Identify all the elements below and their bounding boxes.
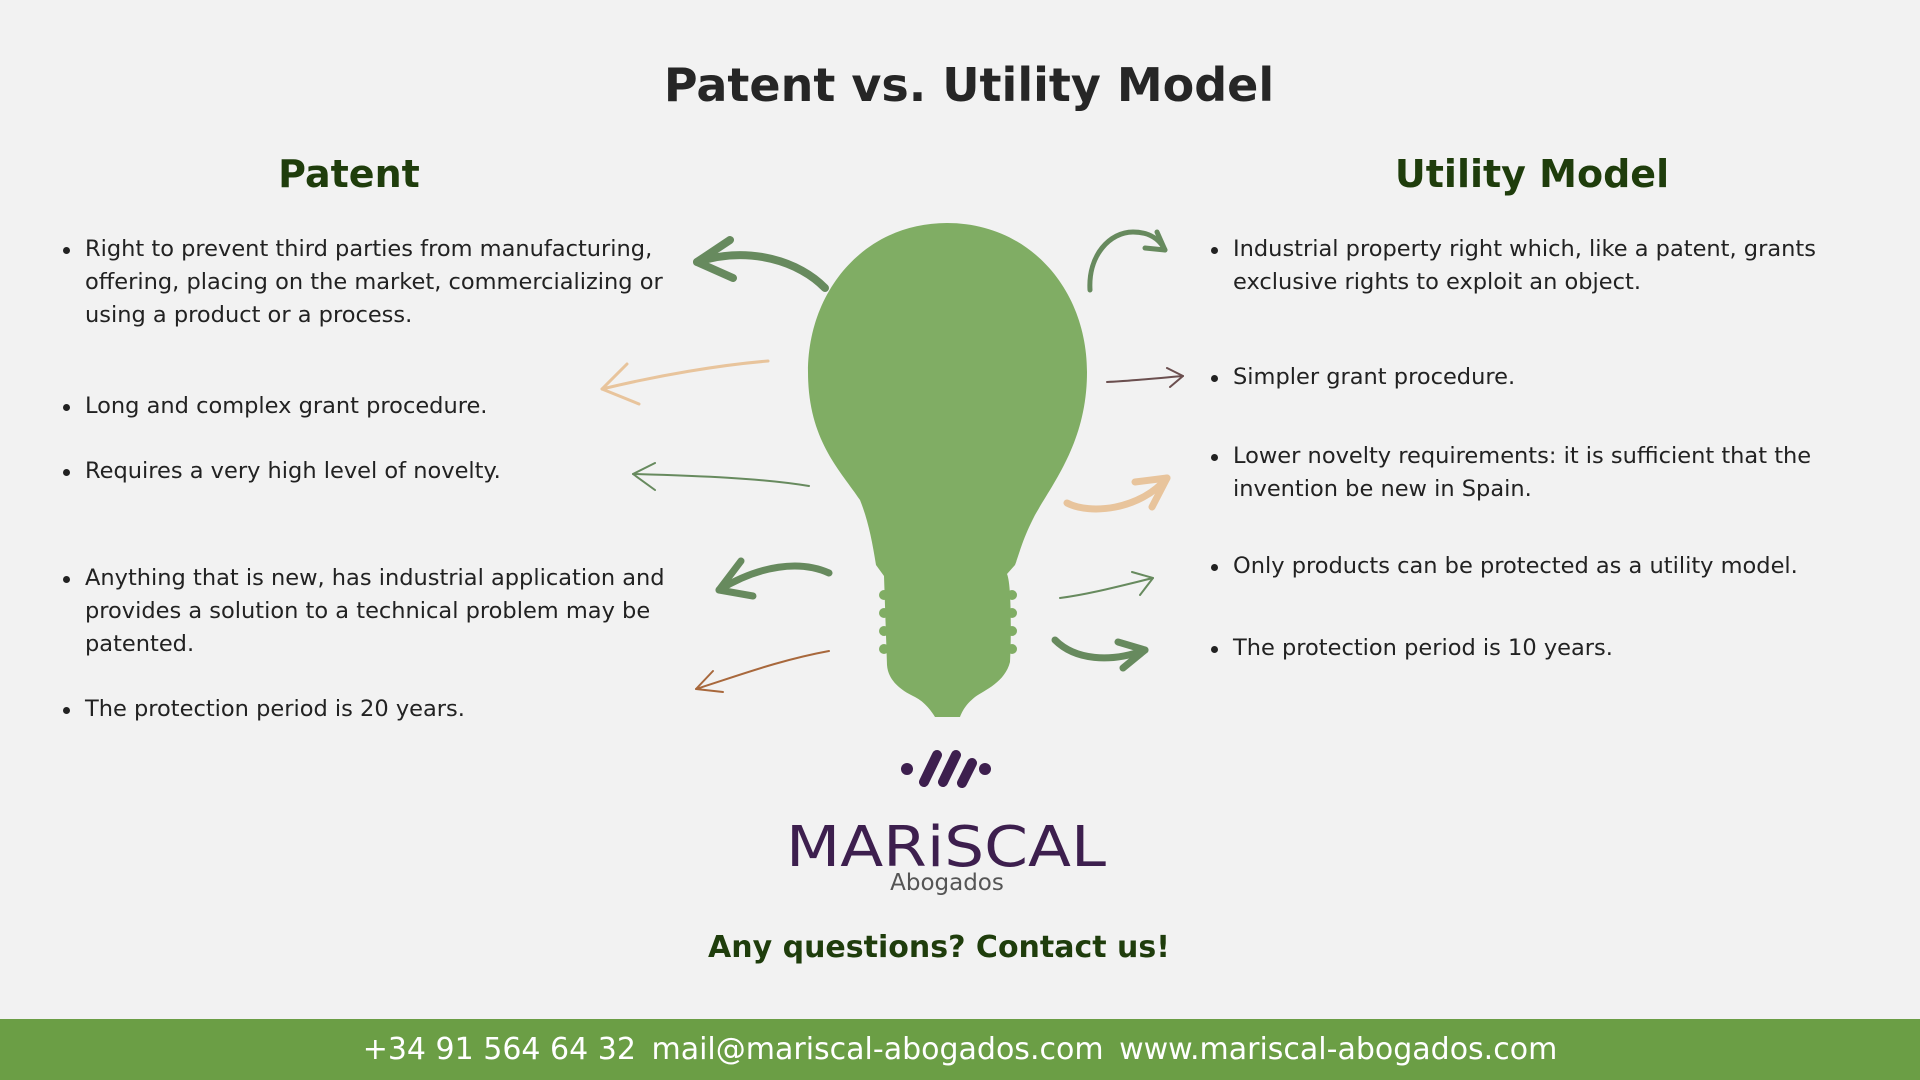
page-title: Patent vs. Utility Model [663, 58, 1275, 112]
arrow-icon [1063, 474, 1171, 513]
logo-wordmark: MARiSCAL [786, 815, 1108, 880]
mariscal-logo [901, 750, 991, 788]
patent-bullet: Long and complex grant procedure. [63, 390, 675, 423]
arrow-icon [695, 650, 830, 693]
utility-model-bullet: Industrial property right which, like a … [1211, 233, 1833, 299]
patent-bullet: Right to prevent third parties from manu… [63, 233, 675, 332]
patent-bullet: Requires a very high level of novelty. [63, 455, 675, 488]
footer-contact-bar: +34 91 564 64 32 mail@mariscal-abogados.… [0, 1019, 1920, 1080]
patent-heading: Patent [278, 152, 420, 196]
lightbulb-icon [808, 223, 1087, 717]
arrow-icon [1087, 229, 1168, 293]
logo-name: MARiSCAL [786, 818, 1106, 870]
footer-phone[interactable]: +34 91 564 64 32 [362, 1032, 636, 1067]
arrow-icon [1051, 636, 1149, 672]
patent-bullet: The protection period is 20 years. [63, 693, 675, 726]
footer-email[interactable]: mail@mariscal-abogados.com [651, 1032, 1104, 1067]
utility-model-bullet: Only products can be protected as a util… [1211, 550, 1833, 583]
contact-call-to-action: Any questions? Contact us! [708, 930, 1170, 965]
arrow-icon [1106, 367, 1184, 388]
footer-website[interactable]: www.mariscal-abogados.com [1119, 1032, 1558, 1067]
arrow-icon [1059, 571, 1154, 599]
utility-model-heading: Utility Model [1394, 152, 1670, 196]
arrow-icon [715, 557, 833, 600]
logo-mark-icon [901, 750, 991, 788]
arrow-icon [632, 462, 810, 491]
patent-bullet: Anything that is new, has industrial app… [63, 562, 675, 661]
utility-model-bullet: The protection period is 10 years. [1211, 632, 1833, 665]
logo-subtitle: Abogados [890, 870, 1004, 896]
utility-model-bullet: Simpler grant procedure. [1211, 361, 1833, 394]
utility-model-bullet: Lower novelty requirements: it is suffic… [1211, 440, 1833, 506]
arrow-icon [600, 359, 770, 406]
arrow-icon [693, 236, 829, 292]
